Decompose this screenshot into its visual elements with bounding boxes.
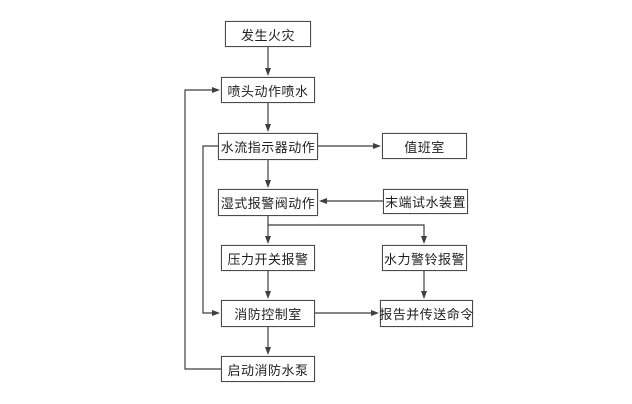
edge-indicator-to-controlroom-loop (202, 145, 220, 316)
node-fire-control-room: 消防控制室 (221, 300, 315, 327)
edge-pump-to-sprinkler-loop (184, 87, 224, 370)
node-sprinkler-activates: 喷头动作喷水 (221, 77, 315, 103)
node-duty-room: 值班室 (382, 133, 467, 159)
node-hydraulic-alarm-bell: 水力警铃报警 (382, 245, 467, 271)
node-end-test-water-device: 末端试水装置 (383, 189, 468, 214)
node-start-fire-pump: 启动消防水泵 (221, 356, 315, 382)
node-water-flow-indicator: 水流指示器动作 (218, 133, 318, 160)
edge-wetvalve-to-bell (268, 224, 427, 244)
node-report-transmit-command: 报告并传送命令 (379, 300, 473, 327)
node-fire-occurs: 发生火灾 (225, 21, 311, 47)
node-wet-alarm-valve: 湿式报警阀动作 (218, 189, 318, 216)
node-pressure-switch-alarm: 压力开关报警 (221, 245, 315, 271)
